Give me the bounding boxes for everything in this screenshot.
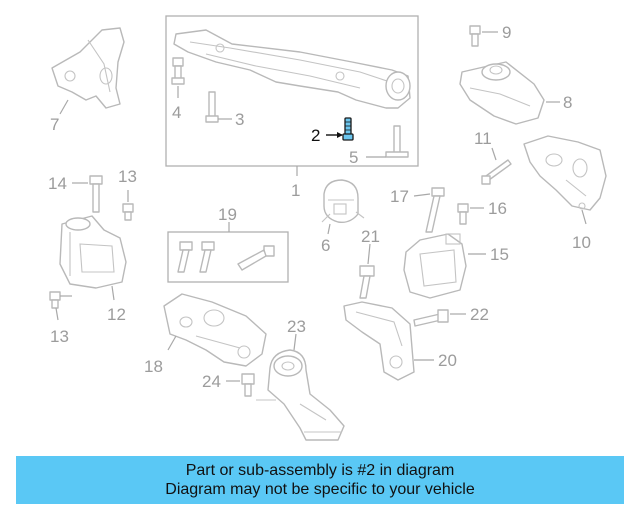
callout-7: 7 [50,115,59,134]
callout-11: 11 [474,129,492,148]
callout-21: 21 [361,227,380,246]
part-9-bolt [469,25,481,47]
part-14-bolt [89,175,103,213]
part-22-bolt [413,309,449,327]
bolt-kit-box [167,231,289,283]
part-4-bolt [171,57,185,85]
callout-24: 24 [202,372,221,391]
callout-12: 12 [107,305,126,324]
callout-6: 6 [321,236,330,255]
callout-8: 8 [563,93,572,112]
part-24-bolt [241,373,255,397]
part-2-bolt [342,117,354,141]
part-17-bolt [425,187,445,233]
callout-19: 19 [218,205,237,224]
part-23-mount [256,349,345,441]
crossmember-group-box [165,15,419,167]
part-16-bolt [457,203,469,225]
callout-5: 5 [349,148,358,167]
callout-20: 20 [438,351,457,370]
callout-16: 16 [488,199,507,218]
crossmember [173,29,411,109]
callout-13-lower: 13 [50,327,69,346]
banner-line-1: Part or sub-assembly is #2 in diagram [185,462,455,479]
callout-14: 14 [48,174,67,193]
callout-4: 4 [172,103,181,122]
banner-line-2: Diagram may not be specific to your vehi… [165,481,475,498]
callout-9: 9 [502,23,511,42]
part-19-bolt-kit [177,241,275,273]
callout-1: 1 [291,181,300,200]
part-13-bolt-upper [122,203,134,221]
callout-17: 17 [390,187,409,206]
callout-18: 18 [144,357,163,376]
part-3-bolt [205,91,219,123]
part-12-mount [59,215,127,289]
callout-13-upper: 13 [118,167,137,186]
part-13-bolt-lower [49,291,61,309]
info-banner: Part or sub-assembly is #2 in diagram Di… [16,456,624,504]
callout-15: 15 [490,245,509,264]
part-11-bolt [481,159,512,185]
callout-22: 22 [470,305,489,324]
part-18-bracket [163,293,267,367]
callout-10: 10 [572,233,591,252]
part-10-bracket [523,135,607,211]
part-21-bolt [359,265,375,299]
part-15-bracket [403,233,467,299]
part-20-bracket [343,301,415,381]
callout-2: 2 [311,126,320,145]
part-6-insulator [321,179,365,224]
part-8-mount [459,61,545,125]
part-7-bracket [51,27,125,109]
part-5-bolt [385,125,409,158]
callout-3: 3 [235,110,244,129]
callout-23: 23 [287,317,306,336]
